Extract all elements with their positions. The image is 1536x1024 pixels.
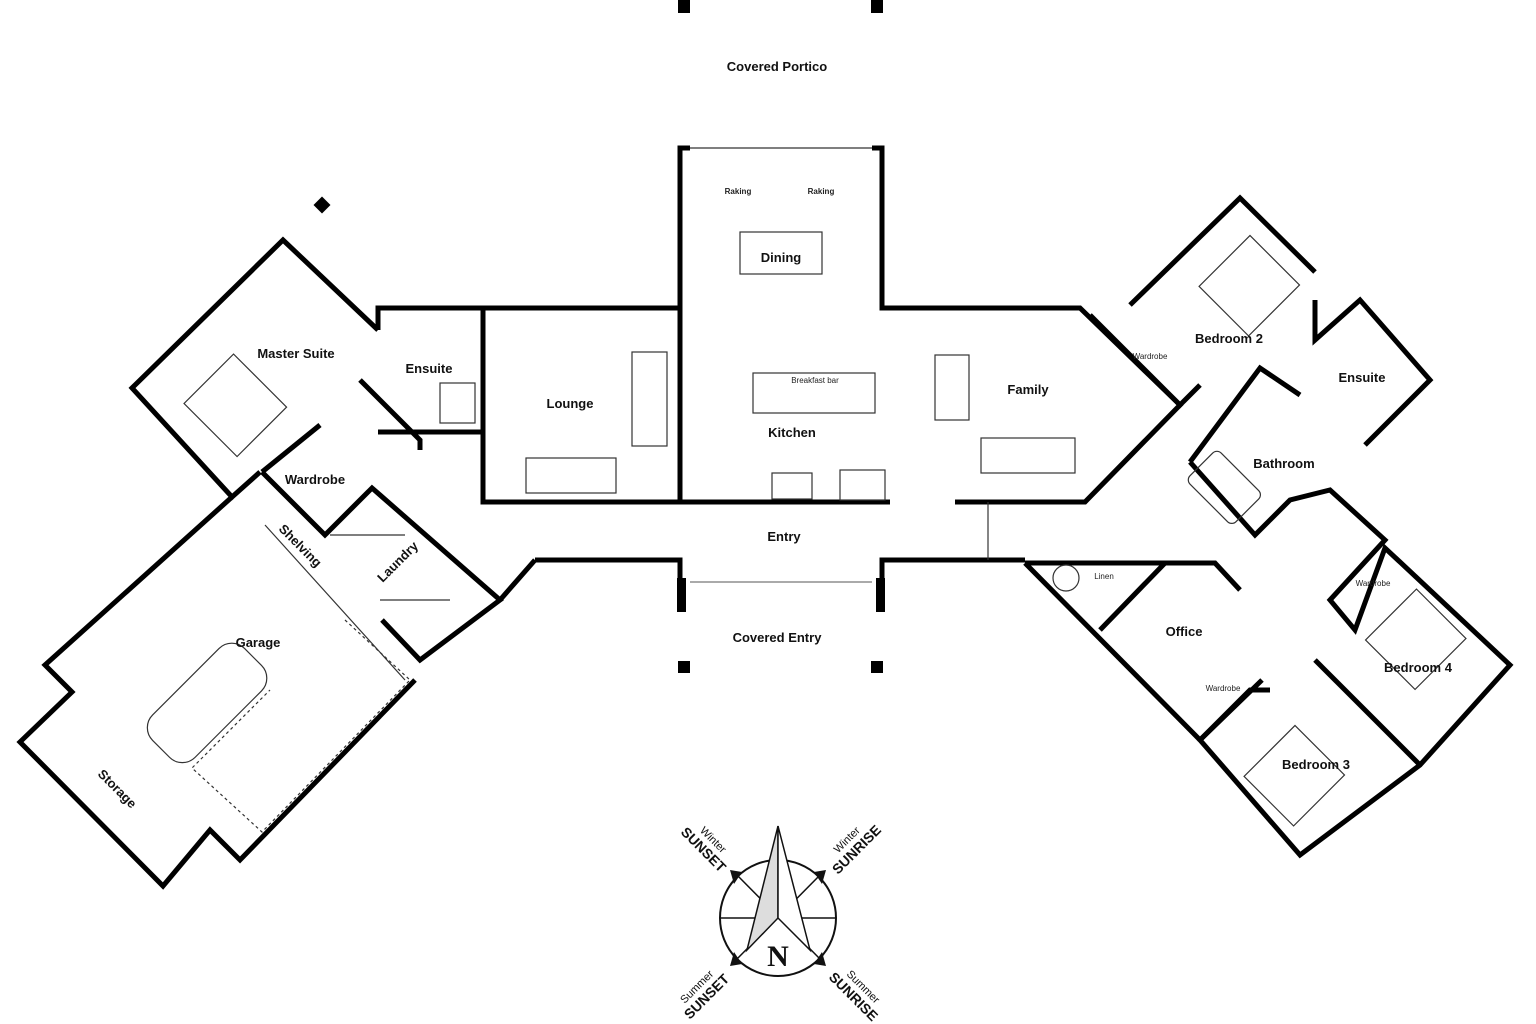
label-wardrobe-master: Wardrobe <box>285 472 345 487</box>
compass-needle-left <box>745 825 779 953</box>
label-covered-portico: Covered Portico <box>727 59 827 74</box>
label-kitchen: Kitchen <box>768 425 816 440</box>
compass-north-label: N <box>767 940 789 973</box>
compass: N Winter SUNSET Winter SUNRISE Summer SU… <box>678 822 884 1024</box>
label-office: Office <box>1166 624 1203 639</box>
furniture <box>146 231 1467 827</box>
label-covered-entry: Covered Entry <box>733 630 823 645</box>
label-master-suite: Master Suite <box>257 346 334 361</box>
label-family: Family <box>1007 382 1049 397</box>
lounge-sofa <box>631 351 668 447</box>
label-bedroom4: Bedroom 4 <box>1384 660 1453 675</box>
label-garage: Garage <box>236 635 281 650</box>
label-laundry: Laundry <box>374 538 421 585</box>
label-entry: Entry <box>767 529 801 544</box>
label-breakfast-bar: Breakfast bar <box>791 376 839 385</box>
compass-needle-right <box>777 825 812 953</box>
central-walls <box>480 145 1184 612</box>
label-wardrobe-bed4: Wardrobe <box>1356 579 1391 588</box>
label-wardrobe-bed2: Wardrobe <box>1133 352 1168 361</box>
room-labels: Covered Portico Raking Raking Dining Mas… <box>95 59 1453 811</box>
family-sofa-2 <box>980 437 1076 474</box>
label-linen: Linen <box>1094 572 1114 581</box>
portico-posts <box>313 0 883 673</box>
label-wardrobe-office: Wardrobe <box>1206 684 1241 693</box>
label-ensuite-master: Ensuite <box>406 361 453 376</box>
kitchen-bench <box>839 469 886 501</box>
cooktop <box>771 472 813 500</box>
family-sofa <box>934 354 970 421</box>
label-raking-right: Raking <box>808 187 835 196</box>
label-storage: Storage <box>95 766 140 811</box>
label-bathroom: Bathroom <box>1253 456 1314 471</box>
right-wing-walls <box>1023 194 1514 859</box>
left-wing-walls <box>16 236 537 890</box>
linen-basket <box>1052 564 1080 592</box>
breakfast-bar <box>752 372 876 414</box>
label-lounge: Lounge <box>547 396 594 411</box>
lounge-sofa-2 <box>525 457 617 494</box>
label-bedroom3: Bedroom 3 <box>1282 757 1350 772</box>
label-bedroom2: Bedroom 2 <box>1195 331 1263 346</box>
dining-table <box>739 231 823 275</box>
label-dining: Dining <box>761 250 801 265</box>
car <box>146 642 268 764</box>
shower <box>439 382 476 424</box>
bath <box>1187 450 1262 525</box>
label-ensuite-bed2: Ensuite <box>1339 370 1386 385</box>
label-raking-left: Raking <box>725 187 752 196</box>
